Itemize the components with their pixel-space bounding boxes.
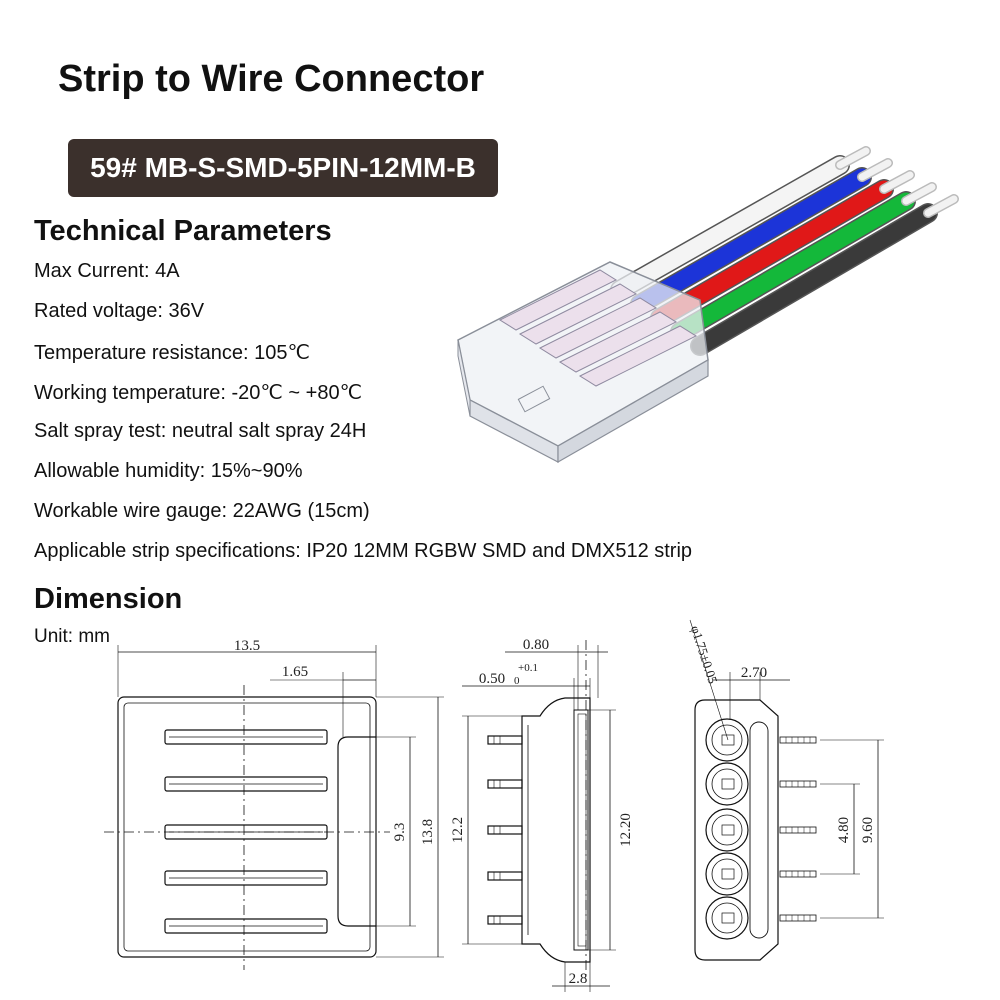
dim-top-offset: 1.65 [282, 664, 308, 680]
dim-end-hole: φ1.75±0.05 [688, 624, 721, 686]
hole-3 [705, 808, 749, 852]
dim-top-outer-height: 13.8 [420, 819, 436, 845]
dim-end-inner: 4.80 [836, 817, 852, 843]
dim-side-top: 0.80 [523, 637, 549, 653]
wire-2 [630, 158, 893, 314]
page-title: Strip to Wire Connector [58, 58, 485, 100]
side-pin-4 [487, 871, 523, 881]
end-pin-2 [779, 780, 817, 788]
side-pin-5 [487, 915, 523, 925]
top-view-drawing [104, 645, 444, 970]
wire-3 [650, 170, 915, 328]
end-view-holes [705, 718, 749, 940]
dim-end-outer: 9.60 [860, 817, 876, 843]
slot-2 [164, 776, 328, 792]
wire-1 [610, 146, 871, 300]
param-temp-resistance: Temperature resistance: 105℃ [34, 342, 310, 364]
dim-top-width: 13.5 [234, 638, 260, 654]
unit-label: Unit: mm [34, 626, 110, 647]
side-view-pins [487, 735, 523, 925]
connector-wires [610, 146, 959, 356]
param-strip-spec: Applicable strip specifications: IP20 12… [34, 540, 693, 562]
end-view-pins [779, 736, 817, 922]
end-pin-3 [779, 826, 817, 834]
hole-1 [705, 718, 749, 762]
params-heading: Technical Parameters [34, 215, 332, 247]
dim-side-right-height: 12.20 [618, 813, 634, 847]
hole-5 [705, 896, 749, 940]
slot-1 [164, 729, 328, 745]
end-pin-4 [779, 870, 817, 878]
param-max-current: Max Current: 4A [34, 260, 180, 282]
end-view-drawing [689, 619, 884, 961]
side-view-drawing [462, 640, 616, 992]
param-wire-gauge: Workable wire gauge: 22AWG (15cm) [34, 500, 370, 522]
end-pin-1 [779, 736, 817, 744]
dim-side-left-height: 12.2 [450, 817, 466, 843]
slot-5 [164, 918, 328, 934]
dim-top-inner-height: 9.3 [392, 823, 408, 842]
dimension-heading: Dimension [34, 583, 183, 615]
hole-4 [705, 852, 749, 896]
dim-side-tolerance: 0.50 [479, 671, 505, 687]
hole-2 [705, 762, 749, 806]
param-humidity: Allowable humidity: 15%~90% [34, 460, 303, 482]
param-working-temp: Working temperature: -20℃ ~ +80℃ [34, 382, 363, 404]
side-pin-1 [487, 735, 523, 745]
model-badge: 59# MB-S-SMD-5PIN-12MM-B [68, 139, 498, 197]
slot-4 [164, 870, 328, 886]
side-pin-2 [487, 779, 523, 789]
wire-5 [690, 194, 959, 356]
end-pin-5 [779, 914, 817, 922]
side-pin-3 [487, 825, 523, 835]
dim-side-tol-lower: 0 [514, 675, 520, 687]
connector-housing [457, 261, 709, 464]
top-view-slots [164, 729, 328, 934]
wire-4 [670, 182, 937, 342]
param-salt-spray: Salt spray test: neutral salt spray 24H [34, 420, 367, 442]
dim-end-pitch: 2.70 [741, 665, 767, 681]
param-rated-voltage: Rated voltage: 36V [34, 300, 205, 322]
dim-side-tol-upper: +0.1 [518, 662, 538, 674]
dim-side-bottom: 2.8 [569, 971, 588, 987]
connector-illustration [457, 146, 959, 464]
